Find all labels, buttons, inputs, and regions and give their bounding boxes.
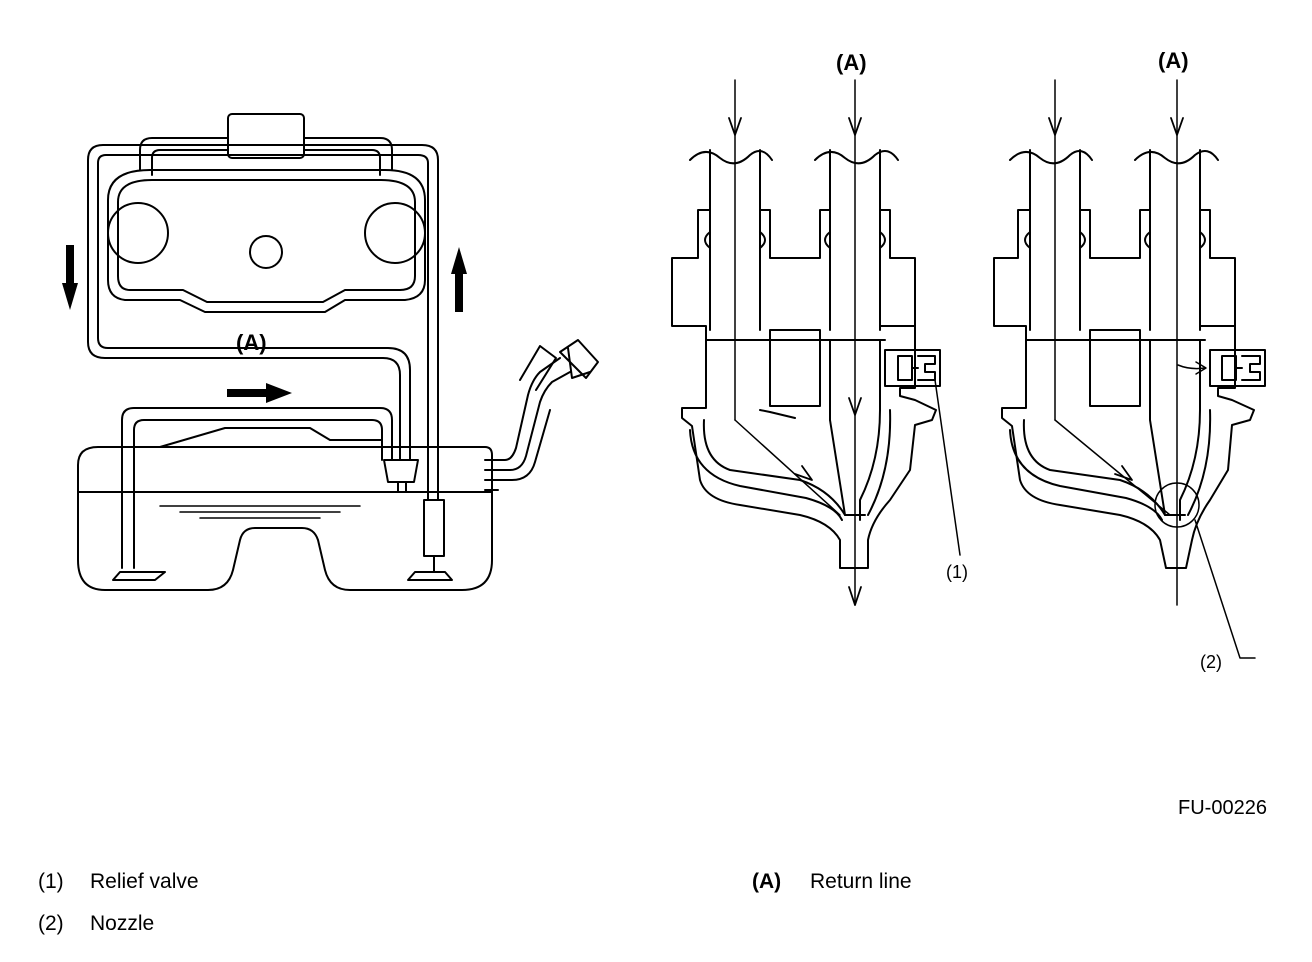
legend-text: Return line <box>810 870 912 893</box>
legend-code: (1) <box>38 870 64 893</box>
fuel-filter <box>423 499 445 557</box>
flow-arrow-down <box>62 245 78 310</box>
pump-top-box <box>227 113 305 159</box>
valve-assembly-flow: (A) (1) <box>671 50 968 606</box>
fuel-tank-outline <box>77 446 493 591</box>
relief-valve-closed <box>1209 349 1266 387</box>
label-a-left: (A) <box>236 330 267 355</box>
valve-assembly-nozzle: (A) (2) <box>993 48 1266 672</box>
filler-neck <box>484 357 561 461</box>
legend-code: (2) <box>38 912 64 935</box>
legend-text: Nozzle <box>90 912 155 935</box>
legend-item-return-line: (A) Return line <box>752 870 912 894</box>
label-1: (1) <box>946 562 968 582</box>
flow-arrow-up <box>451 247 467 312</box>
fuel-tank-assembly: (A) <box>62 113 599 591</box>
legend-item-relief-valve: (1) Relief valve <box>38 870 199 894</box>
legend-code: (A) <box>752 870 782 893</box>
relief-valve <box>884 349 941 387</box>
return-line-loop <box>87 144 439 501</box>
label-a-middle: (A) <box>836 50 867 75</box>
label-a-right: (A) <box>1158 48 1189 73</box>
jet-pump-valve <box>383 459 419 483</box>
fuel-pump-body <box>107 169 426 313</box>
pump-right-circle <box>364 202 426 264</box>
figure-code: FU-00226 <box>1178 797 1267 819</box>
pump-center-circle <box>249 235 283 269</box>
pump-left-circle <box>107 202 169 264</box>
flow-arrow-right <box>227 383 292 403</box>
legend-text: Relief valve <box>90 870 199 893</box>
label-2: (2) <box>1200 652 1222 672</box>
legend-item-nozzle: (2) Nozzle <box>38 912 154 936</box>
